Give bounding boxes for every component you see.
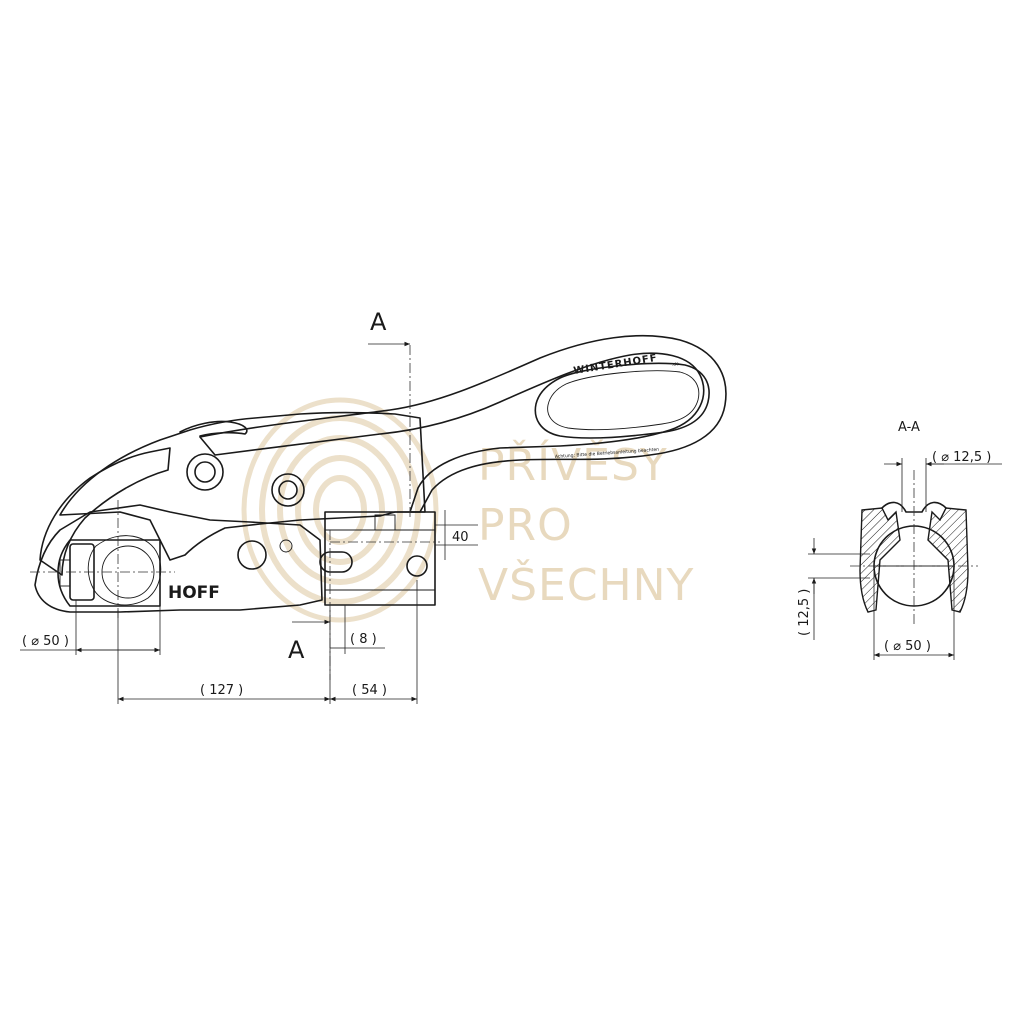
dimension-height-40-label: 40 (452, 530, 469, 545)
handle-grip-hole (534, 362, 710, 439)
watermark-line-2: PRO (478, 500, 573, 551)
mounting-slot (319, 551, 353, 573)
front-cap (39, 447, 171, 576)
mounting-hole (406, 555, 428, 577)
watermark: PŘÍVĚSY PRO VŠECHNY (241, 397, 694, 623)
handle-outline (199, 334, 727, 513)
dimension-section-pin-label: ( ⌀ 12,5 ) (932, 450, 991, 465)
body-brand-label: HOFF (168, 583, 220, 603)
section-left-wall (859, 507, 901, 613)
coupling-side-view: WINTERHOFF .de Achtung: Bitte die Betrie… (30, 334, 727, 680)
watermark-line-3: VŠECHNY (478, 558, 694, 611)
section-right-wall (927, 507, 969, 613)
dimension-width-8: ( 8 ) (330, 605, 385, 654)
dimension-length-127-label: ( 127 ) (200, 683, 243, 698)
dimension-section-pin: ( ⌀ 12,5 ) (884, 450, 1002, 512)
dimension-section-ball-label: ( ⌀ 50 ) (884, 639, 931, 654)
dimension-section-height-label: ( 12,5 ) (797, 589, 812, 636)
section-marker-bottom: A (288, 619, 330, 664)
dimension-length-54-label: ( 54 ) (352, 683, 387, 698)
watermark-fingerprint-icon (241, 397, 439, 623)
dimension-section-height: ( 12,5 ) (797, 538, 870, 640)
dimension-width-8-label: ( 8 ) (350, 632, 377, 647)
dimension-height-40: 40 (435, 510, 478, 560)
section-marker-top-label: A (370, 308, 387, 336)
upper-housing (59, 411, 426, 561)
ball-socket (57, 539, 161, 607)
lower-body (34, 504, 323, 613)
dimension-ball-diameter: ( ⌀ 50 ) (20, 600, 161, 655)
dimension-length-54: ( 54 ) (330, 580, 418, 704)
mounting-plate (324, 511, 436, 606)
section-marker-top: A (368, 308, 410, 347)
pivot-bolts (186, 453, 305, 570)
section-marker-bottom-label: A (288, 636, 305, 664)
dimension-ball-diameter-label: ( ⌀ 50 ) (22, 634, 69, 649)
ball-socket-inner (87, 535, 162, 606)
handle-grip-inner (547, 370, 700, 431)
dimension-length-127: ( 127 ) (117, 610, 331, 704)
upper-hook (179, 420, 248, 437)
section-view-title: A-A (898, 420, 920, 435)
dimension-section-ball: ( ⌀ 50 ) (873, 566, 955, 660)
handle-brand-suffix: .de (671, 361, 679, 368)
watermark-line-1: PŘÍVĚSY (478, 438, 668, 491)
